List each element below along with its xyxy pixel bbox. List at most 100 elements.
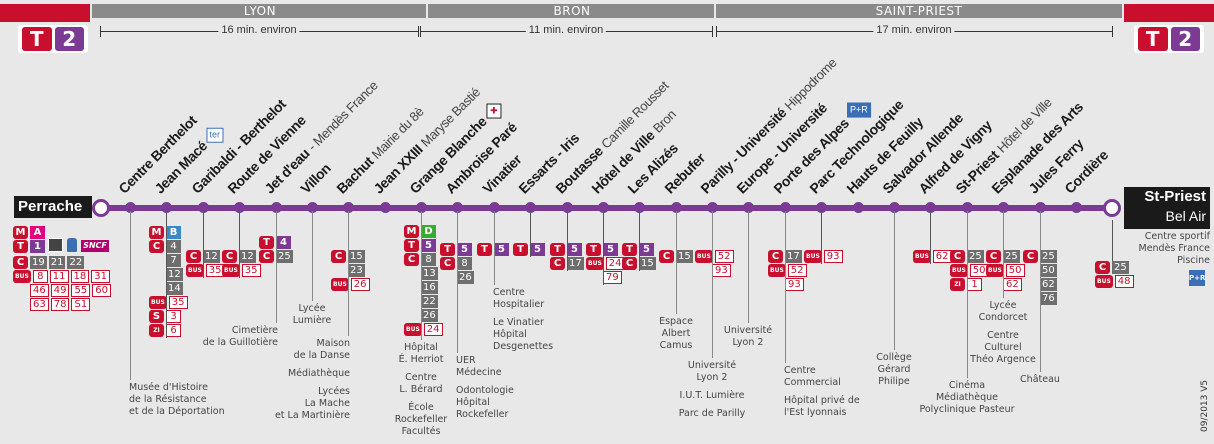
line-badge-c-17[interactable]: 17 (785, 250, 802, 263)
line-badge-c-7[interactable]: 7 (166, 254, 181, 267)
line-badge-c-14[interactable]: 14 (166, 282, 183, 295)
line-badge-c-25[interactable]: 25 (967, 250, 984, 263)
station-dot-les-aliz-s[interactable] (634, 202, 645, 213)
line-badge-t-5[interactable]: 5 (603, 243, 618, 256)
station-dot-essarts-iris[interactable] (525, 202, 536, 213)
terminus-dot-bel-air[interactable] (1103, 199, 1121, 217)
line-badge-bus-s1[interactable]: S1 (71, 298, 91, 311)
station-dot-jean-xxiii[interactable] (380, 202, 391, 213)
line-badge-t-5[interactable]: 5 (457, 243, 472, 256)
line-badge-c-25[interactable]: 25 (276, 250, 293, 263)
line-badge-bus-35[interactable]: 35 (205, 264, 225, 277)
line-badge-bus-24[interactable]: 24 (423, 323, 443, 336)
line-badge-bus-52[interactable]: 52 (714, 250, 734, 263)
station-dot-route-de-vienne[interactable] (234, 202, 245, 213)
line-badge-t-5[interactable]: 5 (567, 243, 582, 256)
line-badge-bus-49[interactable]: 49 (50, 284, 70, 297)
line-badge-bus-11[interactable]: 11 (49, 270, 69, 283)
line-badge-c-4[interactable]: 4 (166, 240, 181, 253)
station-dot-salvador-allende[interactable] (889, 202, 900, 213)
line-badge-m-b[interactable]: B (166, 226, 181, 239)
line-badge-t-5[interactable]: 5 (494, 243, 509, 256)
line-badge-c-17[interactable]: 17 (567, 257, 584, 270)
line-badge-c-76[interactable]: 76 (1040, 292, 1057, 305)
line-badge-bus-63[interactable]: 63 (30, 298, 49, 311)
line-badge-c-25[interactable]: 25 (1040, 250, 1057, 263)
line-badge-bus-55[interactable]: 55 (71, 284, 91, 297)
line-badge-t-4[interactable]: 4 (276, 236, 291, 249)
station-dot-bachut[interactable] (343, 202, 354, 213)
line-badge-c-8[interactable]: 8 (457, 257, 472, 270)
station-dot-garibaldi-berthelot[interactable] (198, 202, 209, 213)
line-badge-c-15[interactable]: 15 (676, 250, 693, 263)
line-badge-c-12[interactable]: 12 (203, 250, 220, 263)
line-badge-bus-93[interactable]: 93 (785, 278, 804, 291)
line-badge-c-12[interactable]: 12 (239, 250, 256, 263)
line-badge-bus-8[interactable]: 8 (32, 270, 48, 283)
station-dot-centre-berthelot[interactable] (125, 202, 136, 213)
station-dot-jean-mac-[interactable] (161, 202, 172, 213)
line-badge-t-5[interactable]: 5 (421, 239, 436, 252)
terminus-perrache[interactable]: Perrache (14, 196, 92, 218)
line-badge-bus-78[interactable]: 78 (50, 298, 70, 311)
station-dot-jules-ferry[interactable] (1035, 202, 1046, 213)
line-badge-c-25[interactable]: 25 (1112, 261, 1129, 274)
station-dot-h-tel-de-ville[interactable] (598, 202, 609, 213)
line-badge-c-13[interactable]: 13 (421, 267, 438, 280)
line-badge-bus-52[interactable]: 52 (787, 264, 807, 277)
line-badge-bus-93[interactable]: 93 (712, 264, 731, 277)
line-badge-m-d[interactable]: D (421, 225, 436, 238)
station-dot-hauts-de-feuilly[interactable] (853, 202, 864, 213)
station-dot-parilly-universit-[interactable] (707, 202, 718, 213)
line-badge-c-26[interactable]: 26 (421, 309, 438, 322)
line-badge-c-8[interactable]: 8 (421, 253, 436, 266)
station-dot-grange-blanche[interactable] (416, 202, 427, 213)
line-badge-bus-31[interactable]: 31 (91, 270, 110, 283)
line-badge-zi-6[interactable]: 6 (166, 324, 181, 337)
station-dot-parc-technologique[interactable] (816, 202, 827, 213)
station-dot-alfred-de-vigny[interactable] (925, 202, 936, 213)
station-dot-porte-des-alpes[interactable] (780, 202, 791, 213)
terminus-dot-perrache[interactable] (92, 199, 110, 217)
line-badge-c-22[interactable]: 22 (67, 256, 85, 269)
station-dot-boutasse[interactable] (562, 202, 573, 213)
station-dot-ambroise-par-[interactable] (452, 202, 463, 213)
line-badge-c-16[interactable]: 16 (421, 281, 438, 294)
line-badge-c-25[interactable]: 25 (1003, 250, 1020, 263)
line-badge-bus-93[interactable]: 93 (823, 250, 843, 263)
line-badge-bus-26[interactable]: 26 (350, 278, 370, 291)
line-badge-bus-46[interactable]: 46 (30, 284, 49, 297)
line-badge-m-a[interactable]: A (30, 226, 45, 239)
station-dot-jet-d-eau[interactable] (271, 202, 282, 213)
line-badge-s-3[interactable]: 3 (166, 310, 181, 323)
line-badge-bus-48[interactable]: 48 (1114, 275, 1134, 288)
line-badge-c-21[interactable]: 21 (48, 256, 66, 269)
line-badge-c-19[interactable]: 19 (30, 256, 47, 269)
line-badge-bus-35[interactable]: 35 (241, 264, 261, 277)
line-badge-bus-62[interactable]: 62 (1003, 278, 1022, 291)
line-badge-c-22[interactable]: 22 (421, 295, 438, 308)
station-dot-esplanade-des-arts[interactable] (998, 202, 1009, 213)
line-badge-t-5[interactable]: 5 (530, 243, 545, 256)
line-badge-bus-79[interactable]: 79 (603, 271, 622, 284)
line-badge-c-15[interactable]: 15 (348, 250, 365, 263)
line-badge-bus-18[interactable]: 18 (70, 270, 90, 283)
line-badge-c-15[interactable]: 15 (639, 257, 656, 270)
station-dot-vinatier[interactable] (489, 202, 500, 213)
line-badge-bus-62[interactable]: 62 (932, 250, 952, 263)
line-badge-c-23[interactable]: 23 (348, 264, 365, 277)
line-badge-c-50[interactable]: 50 (1040, 264, 1057, 277)
line-badge-c-62[interactable]: 62 (1040, 278, 1057, 291)
line-badge-c-26[interactable]: 26 (457, 271, 474, 284)
station-dot-st-priest[interactable] (962, 202, 973, 213)
line-badge-bus-35[interactable]: 35 (168, 296, 188, 309)
station-dot-villon[interactable] (307, 202, 318, 213)
line-badge-t-5[interactable]: 5 (639, 243, 654, 256)
line-badge-c-12[interactable]: 12 (166, 268, 183, 281)
line-badge-bus-50[interactable]: 50 (1005, 264, 1025, 277)
line-badge-t-1[interactable]: 1 (30, 240, 45, 253)
line-badge-zi-1[interactable]: 1 (967, 278, 982, 291)
line-badge-bus-60[interactable]: 60 (92, 284, 111, 297)
station-dot-cordi-re[interactable] (1071, 202, 1082, 213)
station-dot-europe-universit-[interactable] (743, 202, 754, 213)
